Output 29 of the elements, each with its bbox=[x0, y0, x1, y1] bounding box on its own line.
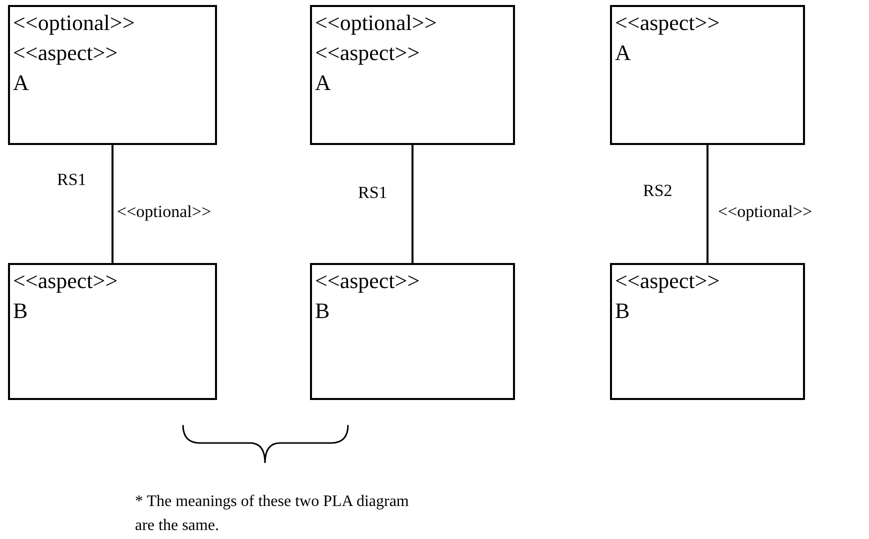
stereotype-label: <<optional>> bbox=[117, 202, 212, 222]
class-text: <<aspect>> bbox=[615, 267, 721, 295]
class-text: <<aspect>> bbox=[315, 267, 421, 295]
class-box bbox=[8, 5, 217, 145]
edge-label: RS1 bbox=[57, 170, 86, 190]
class-text: A bbox=[13, 69, 30, 97]
edge-label: RS1 bbox=[358, 183, 388, 203]
connector-line bbox=[706, 145, 708, 263]
class-text: B bbox=[13, 297, 29, 325]
class-text: <<optional>> bbox=[13, 9, 136, 37]
class-text: <<aspect>> bbox=[13, 39, 119, 67]
class-box bbox=[310, 263, 515, 400]
class-box bbox=[8, 263, 217, 400]
stereotype-label: <<optional>> bbox=[718, 202, 812, 222]
class-text: A bbox=[315, 69, 332, 97]
footnote: * The meanings of these two PLA diagram are the same. bbox=[135, 492, 410, 536]
class-text: <<aspect>> bbox=[615, 9, 721, 37]
class-text: <<aspect>> bbox=[13, 267, 119, 295]
connector-line bbox=[112, 145, 114, 263]
class-box bbox=[610, 263, 805, 400]
class-box bbox=[610, 5, 805, 145]
class-text: <<aspect>> bbox=[315, 39, 421, 67]
class-box bbox=[310, 5, 515, 145]
class-text: B bbox=[615, 297, 631, 325]
edge-label: RS2 bbox=[643, 181, 672, 201]
connector-line bbox=[412, 145, 414, 263]
class-text: A bbox=[615, 39, 632, 67]
class-text: <<optional>> bbox=[315, 9, 438, 37]
class-text: B bbox=[315, 297, 331, 325]
